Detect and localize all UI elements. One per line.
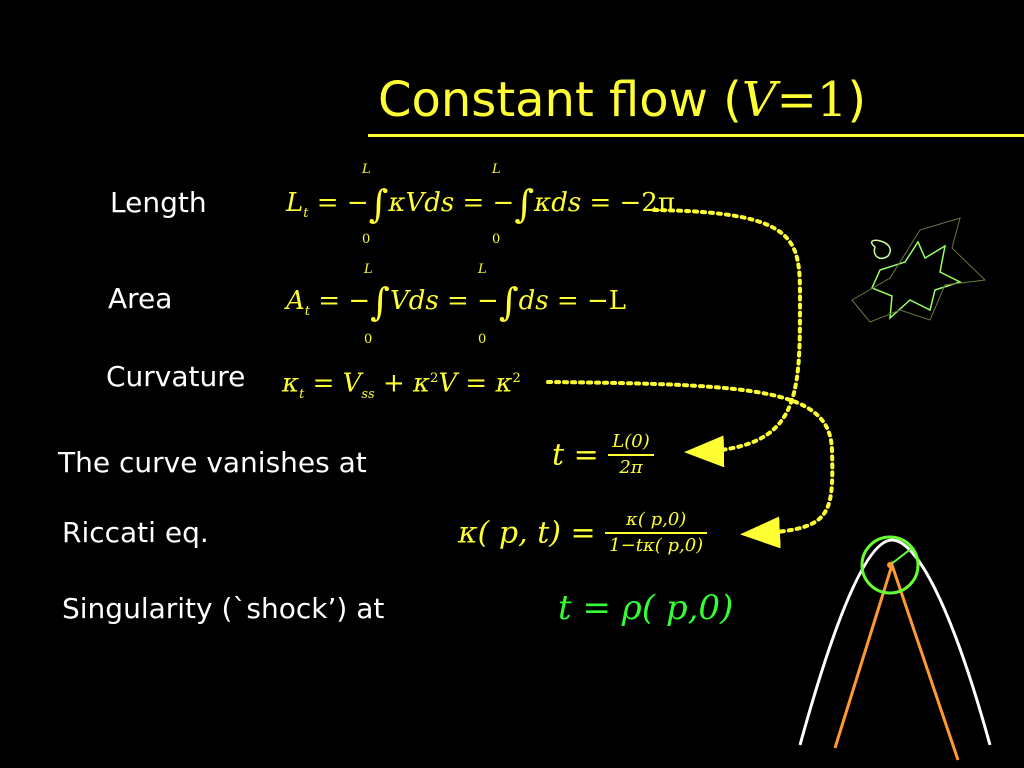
length-label: Length [110,186,207,219]
riccati-lhs: κ( p, t) = [458,515,596,551]
area-lower-limit-1: 0 [364,332,373,347]
riccati-denominator: 1−tκ( p,0) [609,535,704,556]
area-upper-limit-1: L [364,262,373,277]
area-eq2: = − [446,286,499,316]
title-math-eq: =1 [776,72,848,128]
length-lhs-sub: t [303,206,309,222]
shock-label: Singularity (`shock’) at [62,592,385,625]
curvature-eq-v: = V [312,368,362,399]
area-eq1: = − [318,286,371,316]
area-lhs: A [286,286,305,316]
curvature-kappa: κ [282,368,300,399]
length-integrand1: κVds [388,188,455,218]
length-lower-limit-2: 0 [492,232,501,247]
evolved-curve-orange [833,560,960,761]
area-integrand2: ds [518,286,549,316]
dotted-arrow-curvature-to-riccati [546,380,835,549]
vanish-lhs: t = [552,437,599,473]
riccati-formula: κ( p, t) = κ( p,0) 1−tκ( p,0) [458,508,708,558]
curvature-formula: κt = Vss + κ2V = κ2 [282,364,521,410]
curvature-plus-kappa: + κ [383,368,431,399]
integral-sign-icon: ∫ [370,280,390,324]
area-upper-limit-2: L [478,262,487,277]
shock-point [887,562,893,568]
fraction-bar [608,454,654,456]
vanish-numerator: L(0) [612,431,650,452]
integral-sign-icon: ∫ [498,280,519,324]
curvature-sup-2a: 2 [430,371,439,386]
length-rhs: = −2π [589,188,675,218]
length-upper-limit-1: L [362,162,371,177]
area-lower-limit-2: 0 [478,332,487,347]
vanish-label: The curve vanishes at [58,446,367,479]
integral-sign-icon: ∫ [368,182,389,226]
fraction-bar [605,532,708,534]
vanish-formula: t = L(0) 2π [552,430,654,480]
shrinking-curve-sketch-icon [851,217,987,323]
riccati-fraction: κ( p,0) 1−tκ( p,0) [605,508,708,558]
length-lower-limit-1: 0 [362,232,371,247]
length-formula: Lt = −∫κVds = −∫κds = −2π [286,182,675,226]
length-integrand2: κds [534,188,582,218]
dotted-arrow-length-to-vanish [652,208,803,468]
vanish-denominator: 2π [619,457,643,478]
title-underline [368,134,1024,137]
area-lhs-sub: t [304,304,311,320]
outer-curve-white [798,538,992,746]
area-formula: At = −∫Vds = −∫ds = −L [286,280,626,324]
length-upper-limit-2: L [492,162,501,177]
riccati-label: Riccati eq. [62,516,209,549]
curvature-sup-2b: 2 [512,371,521,386]
length-eq2: = − [462,188,515,218]
riccati-numerator: κ( p,0) [626,509,687,530]
osculating-circle [860,535,920,595]
area-label: Area [108,282,173,315]
length-lhs: L [286,188,304,218]
integral-sign-icon: ∫ [514,182,535,226]
area-rhs: = −L [556,286,626,316]
slide-title: Constant flow (V=1) [378,70,866,130]
title-close: ) [847,72,867,128]
curvature-v-eq-kappa: V = κ [438,368,513,399]
curvature-label: Curvature [106,360,246,393]
title-math-var: V [741,72,777,128]
curvature-sub-t: t [299,386,305,402]
area-integrand1: Vds [389,286,439,316]
title-math: V=1 [742,72,847,128]
length-eq1: = − [316,188,369,218]
vanish-fraction: L(0) 2π [608,430,654,480]
slide-title-text: Constant flow ( [378,72,742,128]
curvature-sub-ss: ss [361,386,375,402]
radius-line [889,547,913,566]
shock-formula: t = ρ( p,0) [558,588,734,628]
